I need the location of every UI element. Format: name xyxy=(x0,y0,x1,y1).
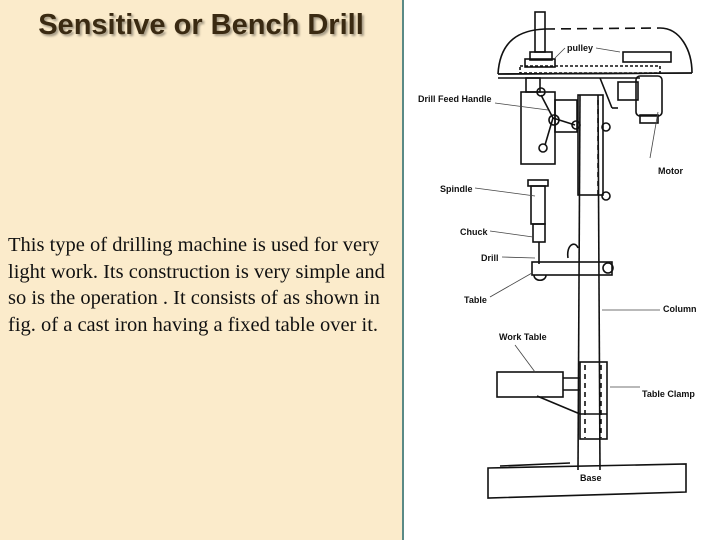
label-table: Table xyxy=(464,295,487,305)
label-chuck: Chuck xyxy=(460,227,489,237)
label-motor: Motor xyxy=(658,166,683,176)
drill-diagram-panel xyxy=(404,0,720,540)
label-table-clamp: Table Clamp xyxy=(642,389,695,399)
label-drill-feed-handle: Drill Feed Handle xyxy=(418,94,492,104)
label-pulley: pulley xyxy=(567,43,593,53)
text-panel: Sensitive or Bench Drill This type of dr… xyxy=(0,0,402,540)
slide-body-text: This type of drilling machine is used fo… xyxy=(8,234,385,336)
label-spindle: Spindle xyxy=(440,184,473,194)
label-drill: Drill xyxy=(481,253,499,263)
slide-title: Sensitive or Bench Drill xyxy=(38,9,364,41)
label-column: Column xyxy=(663,304,697,314)
label-work-table: Work Table xyxy=(499,332,547,342)
label-base: Base xyxy=(580,473,602,483)
panel-divider xyxy=(402,0,404,540)
